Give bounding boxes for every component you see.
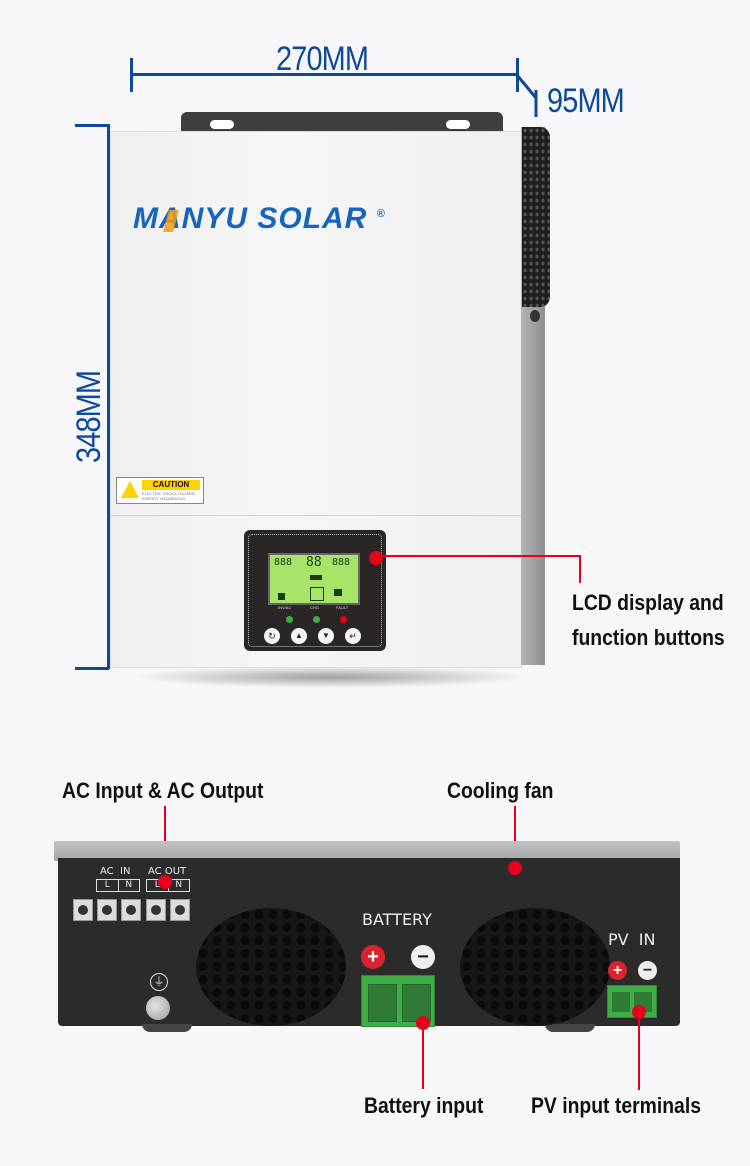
control-panel-stitch [248, 534, 382, 647]
ac-callout-dot [158, 875, 172, 889]
lcd-solar-icon [278, 593, 285, 600]
caution-line1: ELECTRIC SHOCK HAZARD [142, 491, 195, 496]
width-dimension-label: 270MM [276, 40, 369, 78]
battery-minus-icon: − [411, 945, 435, 969]
ac-out-label: AC OUT [148, 866, 187, 877]
control-panel: 888 88 888 INV/AC CHG FAULT ↻ ▲ ▼ ↵ [244, 530, 386, 651]
depth-dimension-label: 95MM [547, 82, 625, 120]
battery-terminal-slot [368, 984, 397, 1022]
lcd-inverter-icon [310, 587, 324, 601]
battery-terminal-block[interactable] [361, 975, 435, 1027]
battery-callout-line [422, 1025, 424, 1089]
ac-callout-label: AC Input & AC Output [62, 778, 264, 803]
pv-callout-dot [632, 1005, 646, 1019]
battery-callout-label: Battery input [364, 1093, 484, 1118]
up-arrow-icon: ▲ [295, 631, 303, 640]
pv-in-label: PV IN [608, 930, 656, 949]
pv-callout-line [638, 1014, 640, 1090]
indicator-inv-ac-led [286, 616, 293, 623]
esc-button[interactable]: ↻ [264, 628, 280, 644]
ac-out-n: N [175, 880, 183, 890]
lcd-digits-left: 888 [274, 557, 293, 568]
pv-minus-icon: − [638, 961, 657, 980]
ac-terminal[interactable] [170, 899, 190, 921]
fan-callout-dot [508, 861, 522, 875]
bracket-slot [446, 120, 470, 129]
indicator-chg-label: CHG [310, 605, 319, 610]
mounting-bracket [181, 112, 503, 134]
height-dimension-label: 348MM [70, 370, 108, 463]
ac-terminal[interactable] [73, 899, 93, 921]
brand-name-solar: SOLAR [257, 202, 368, 235]
front-divider-line [111, 515, 521, 516]
brand-name-manyu: MANYU [133, 202, 248, 235]
height-dimension-line [107, 124, 110, 669]
brand-logo: MANYU SOLAR ® [133, 202, 386, 236]
indicator-fault-led [340, 616, 347, 623]
ac-terminal[interactable] [146, 899, 166, 921]
side-screw [530, 310, 540, 322]
pv-callout-label: PV input terminals [531, 1093, 701, 1118]
cooling-fan-left [196, 908, 346, 1026]
pv-terminal-slot [612, 992, 630, 1012]
lcd-callout-label-line1: LCD display and [572, 590, 724, 615]
lcd-digits-center: 88 [306, 555, 322, 570]
esc-icon: ↻ [268, 631, 276, 641]
bracket-slot [210, 120, 234, 129]
side-vent-panel [522, 127, 550, 307]
lcd-callout-dot [369, 551, 383, 565]
width-dimension-line [130, 73, 518, 76]
cooling-fan-right [460, 908, 610, 1026]
caution-label: CAUTION ELECTRIC SHOCK HAZARD ENERGY HAZ… [116, 477, 204, 504]
height-dimension-bottom-tick [75, 667, 109, 670]
ac-in-l: L [97, 880, 119, 891]
caution-title: CAUTION [142, 480, 200, 490]
warning-triangle-icon [121, 481, 139, 498]
down-arrow-icon: ▼ [322, 631, 330, 640]
ac-in-label: AC IN [100, 866, 131, 877]
down-button[interactable]: ▼ [318, 628, 334, 644]
up-button[interactable]: ▲ [291, 628, 307, 644]
fan-callout-label: Cooling fan [447, 778, 554, 803]
lcd-house-icon [334, 589, 342, 596]
ac-in-n: N [125, 880, 133, 890]
indicator-chg-led [313, 616, 320, 623]
indicator-fault-label: FAULT [336, 605, 349, 610]
lcd-callout-line-v [579, 555, 581, 583]
height-dimension-label-wrap: 348MM [70, 325, 110, 465]
bottom-panel-top-lip [54, 841, 680, 861]
battery-callout-dot [416, 1016, 430, 1030]
depth-dimension-line [515, 74, 538, 117]
lcd-digits-right: 888 [332, 557, 351, 568]
pv-plus-icon: + [608, 961, 627, 980]
battery-plus-icon: + [361, 945, 385, 969]
ground-symbol-icon: ⏚ [150, 973, 168, 991]
lcd-callout-label-line2: function buttons [572, 625, 725, 650]
ac-terminal[interactable] [97, 899, 117, 921]
fan-callout-line [514, 806, 516, 866]
ac-in-ln-box: L N [96, 879, 140, 892]
indicator-inv-ac-label: INV/AC [278, 605, 292, 610]
lcd-battery-icon [310, 575, 322, 580]
inverter-shadow [130, 666, 530, 688]
bottom-panel-foot [142, 1024, 192, 1032]
width-dimension-left-tick [130, 58, 133, 92]
lcd-screen[interactable]: 888 88 888 [268, 553, 360, 605]
caution-line2: ENERGY HAZARDOUS [142, 496, 186, 501]
registered-mark: ® [376, 208, 386, 220]
bottom-panel-foot [545, 1024, 595, 1032]
ground-screw[interactable] [146, 996, 170, 1020]
enter-icon: ↵ [349, 631, 357, 641]
battery-label: BATTERY [362, 910, 432, 929]
ac-terminal[interactable] [121, 899, 141, 921]
lcd-callout-line-h [376, 555, 580, 557]
height-dimension-top-tick [75, 124, 109, 127]
enter-button[interactable]: ↵ [345, 628, 361, 644]
